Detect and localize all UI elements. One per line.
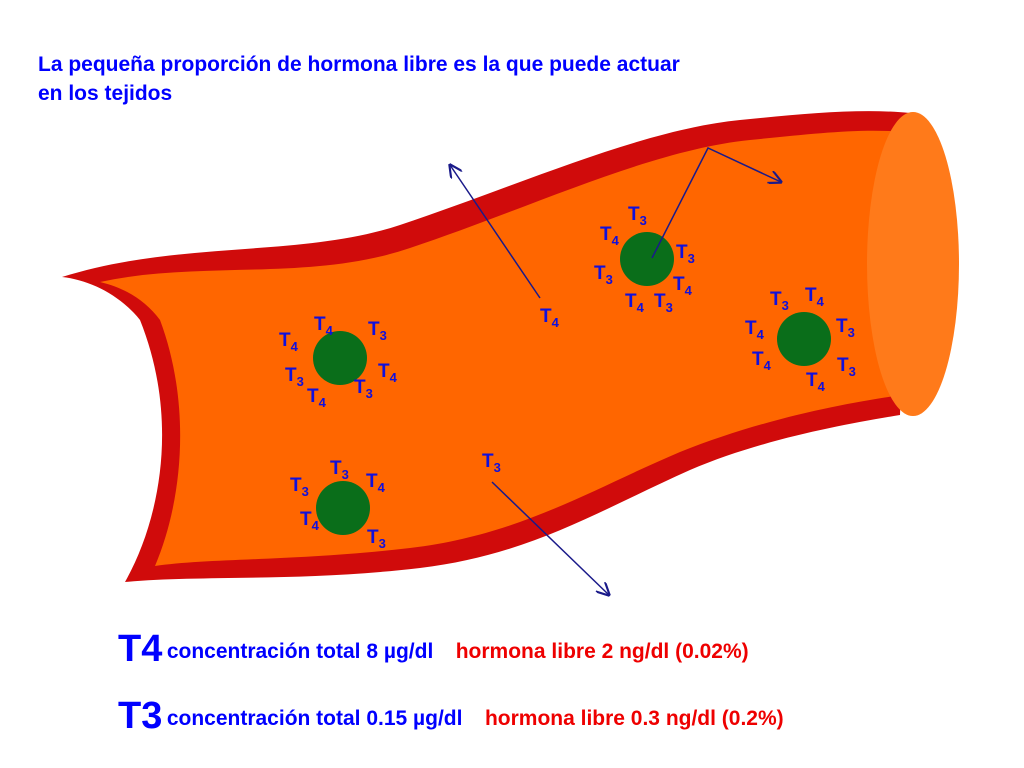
hormone-label-t3: T3 — [594, 263, 613, 287]
t4-free-hormone: hormona libre 2 ng/dl (0.02%) — [455, 640, 749, 663]
binding-protein — [777, 312, 831, 366]
hormone-label-t4: T4 — [279, 330, 298, 354]
arrow-free-t3-exits-vessel — [491, 481, 609, 595]
binding-protein — [313, 331, 367, 385]
hormone-label-t4: T4 — [745, 318, 764, 342]
hormone-label-t3: T3 — [628, 204, 647, 228]
hormone-label-t3: T3 — [836, 316, 855, 340]
t4-total-concentration: concentración total 8 µg/dl — [166, 640, 434, 663]
hormone-label-t3: T3 — [654, 291, 673, 315]
hormone-label-t3: T3 — [330, 458, 349, 482]
hormone-label-t4: T4 — [314, 314, 333, 338]
hormone-label-t3: T3 — [285, 365, 304, 389]
hormone-label-t4: T4 — [805, 285, 824, 309]
hormone-label-t4: T4 — [300, 509, 319, 533]
hormone-label-t3: T3 — [676, 242, 695, 266]
hormone-label-t4: T4 — [752, 349, 771, 373]
slide-title: La pequeña proporción de hormona libre e… — [38, 50, 858, 108]
free-hormone-t4-label: T4 — [540, 306, 559, 330]
hormone-label-t4: T4 — [673, 274, 692, 298]
hormone-label-t4: T4 — [378, 361, 397, 385]
arrow-free-t4-exits-vessel — [450, 165, 541, 299]
hormone-label-t4: T4 — [307, 386, 326, 410]
hormone-label-t3: T3 — [290, 475, 309, 499]
hormone-label-t4: T4 — [806, 370, 825, 394]
t3-free-hormone: hormona libre 0.3 ng/dl (0.2%) — [484, 707, 784, 730]
hormone-label-t3: T3 — [367, 527, 386, 551]
t3-total-concentration: concentración total 0.15 µg/dl — [166, 707, 463, 730]
t3-concentration-line: T3 concentración total 0.15 µg/dl hormon… — [118, 695, 784, 738]
hormone-label-t3: T3 — [770, 289, 789, 313]
free-hormone-t3-label: T3 — [482, 451, 501, 475]
vessel-lumen — [100, 130, 905, 566]
hormone-label-t4: T4 — [625, 291, 644, 315]
title-line-2: en los tejidos — [38, 82, 173, 105]
hormone-label-t4: T4 — [366, 471, 385, 495]
hormone-label-t4: T4 — [600, 224, 619, 248]
hormone-label-t3: T3 — [368, 319, 387, 343]
vessel-opening — [867, 112, 959, 416]
title-line-1: La pequeña proporción de hormona libre e… — [38, 53, 680, 76]
arrow-t3-released-from-protein — [651, 147, 781, 259]
t3-heading: T3 — [118, 695, 163, 737]
hormone-label-t3: T3 — [837, 355, 856, 379]
binding-protein — [316, 481, 370, 535]
t4-concentration-line: T4 concentración total 8 µg/dl hormona l… — [118, 628, 749, 671]
hormone-label-t3: T3 — [354, 377, 373, 401]
t4-heading: T4 — [118, 628, 163, 670]
binding-protein — [620, 232, 674, 286]
